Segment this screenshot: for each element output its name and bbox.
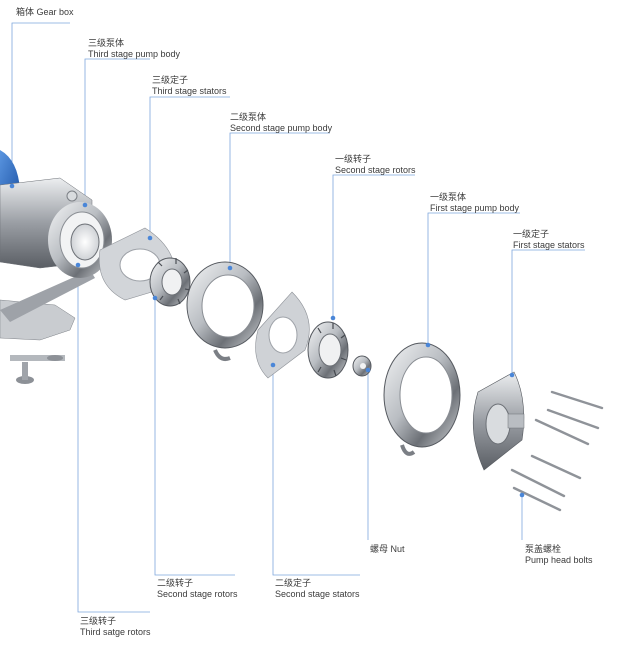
label-nut: 螺母 Nut: [370, 544, 405, 555]
label-first-stage-stators: 一级定子 First stage stators: [513, 229, 585, 251]
label-cn: 二级泵体: [230, 112, 267, 122]
label-second-stage-pump-body: 二级泵体 Second stage pump body: [230, 112, 332, 134]
second-stage-rotors-part: [307, 321, 349, 379]
leader-third-rotors: [77, 265, 150, 613]
leader-third-stators: [149, 96, 230, 238]
label-en: Pump head bolts: [525, 555, 593, 565]
leader-second-stators: [272, 365, 360, 576]
leader-lines: [11, 22, 585, 613]
leader-second-rotors: [154, 298, 235, 576]
label-cn: 三级泵体: [88, 38, 125, 48]
label-cn: 一级转子: [335, 154, 372, 164]
leader-dots: [9, 183, 525, 498]
label-en: Second stage rotors: [335, 165, 416, 175]
label-en: Second stage pump body: [230, 123, 333, 133]
label-third-stage-stators: 三级定子 Third stage stators: [152, 75, 227, 97]
pump-head-bolts: [510, 390, 604, 512]
leader-gear-box: [11, 22, 70, 186]
label-cn: 三级定子: [152, 75, 189, 85]
label-second-stage-rotors-top: 一级转子 Second stage rotors: [335, 154, 416, 176]
label-second-stage-rotors: 二级转子 Second stage rotors: [157, 578, 238, 600]
label-cn: 一级定子: [513, 229, 550, 239]
second-stage-stators: [255, 291, 310, 379]
label-third-stage-rotors: 三级转子 Third satge rotors: [80, 616, 151, 638]
label-gear-box-cn: 箱体: [16, 7, 35, 17]
label-en: First stage pump body: [430, 203, 520, 213]
second-stage-pump-body: [186, 261, 264, 361]
label-cn: 二级定子: [275, 578, 312, 588]
label-second-stage-stators: 二级定子 Second stage stators: [275, 578, 360, 600]
label-cn: 三级转子: [80, 616, 117, 626]
first-stage-pump-body: [383, 342, 461, 456]
label-en: First stage stators: [513, 240, 585, 250]
label-nut-cn: 螺母: [370, 544, 389, 554]
label-pump-head-bolts: 泵盖螺栓 Pump head bolts: [525, 544, 593, 566]
label-gear-box: 箱体 Gear box: [16, 7, 74, 18]
leader-first-stators: [511, 249, 585, 375]
third-stage-pump-body: [48, 202, 112, 278]
label-en: Third stage pump body: [88, 49, 181, 59]
nut: [352, 355, 372, 377]
label-en: Second stage rotors: [157, 589, 238, 599]
label-cn: 二级转子: [157, 578, 194, 588]
label-en: Second stage stators: [275, 589, 360, 599]
label-en: Third satge rotors: [80, 627, 151, 637]
label-en: Third stage stators: [152, 86, 227, 96]
label-nut-en: Nut: [390, 544, 405, 554]
third-stage-rotors: [149, 257, 191, 307]
label-gear-box-en: Gear box: [36, 7, 74, 17]
leader-third-pump-body: [84, 58, 150, 205]
label-cn: 泵盖螺栓: [525, 544, 562, 554]
label-third-stage-pump-body: 三级泵体 Third stage pump body: [88, 38, 180, 60]
label-first-stage-pump-body: 一级泵体 First stage pump body: [430, 192, 519, 214]
leader-first-pump-body: [427, 212, 520, 345]
leader-second-pump-body: [229, 132, 330, 268]
label-cn: 一级泵体: [430, 192, 467, 202]
first-stage-stators: [472, 371, 525, 471]
leader-second-rotors-top: [332, 174, 415, 318]
